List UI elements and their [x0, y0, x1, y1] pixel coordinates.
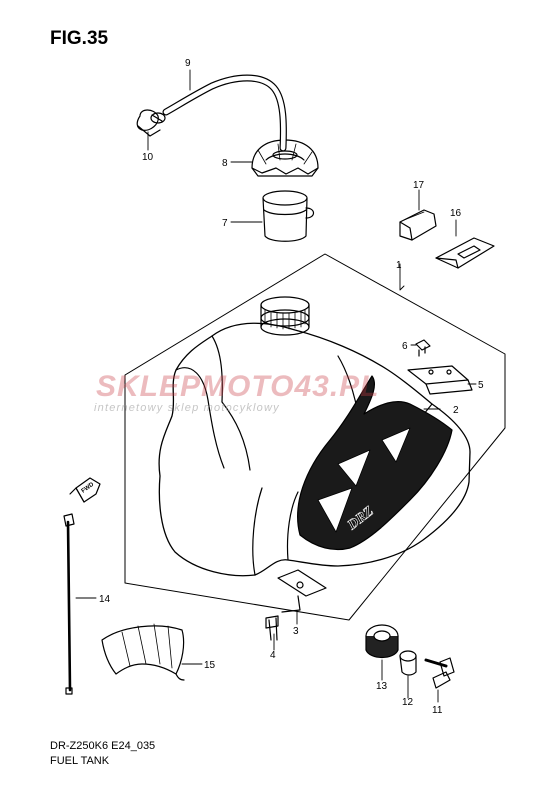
- model-code: DR-Z250K6 E24_035: [50, 740, 156, 752]
- callout-5: 5: [478, 380, 484, 391]
- filler-neck: [260, 296, 310, 336]
- assembly-frame: [124, 253, 506, 621]
- cap-gasket[interactable]: [262, 190, 315, 242]
- breather-hose[interactable]: [150, 74, 287, 152]
- watermark-brand: SKLEPMOTO43.PL: [96, 370, 380, 403]
- mount-bolt[interactable]: [265, 615, 279, 641]
- figure-title: FIG.35: [50, 28, 109, 49]
- fuel-cap[interactable]: [251, 139, 319, 177]
- mount-bolt-large[interactable]: [424, 657, 455, 689]
- hose-clip[interactable]: [136, 109, 161, 137]
- callout-15: 15: [204, 660, 216, 671]
- rubber-boot[interactable]: [399, 209, 437, 241]
- mount-bracket[interactable]: [277, 569, 327, 613]
- watermark-tagline: internetowy sklep motocyklowy: [94, 402, 280, 414]
- callout-16: 16: [450, 208, 462, 219]
- callout-8: 8: [222, 158, 228, 169]
- bolt-small[interactable]: [415, 339, 431, 357]
- callout-10: 10: [142, 152, 154, 163]
- rubber-cushion[interactable]: [365, 624, 399, 659]
- callout-17: 17: [413, 180, 425, 191]
- leader-lines: [75, 69, 477, 703]
- callout-4: 4: [270, 650, 276, 661]
- callout-6: 6: [402, 341, 408, 352]
- callout-2: 2: [453, 405, 459, 416]
- collar[interactable]: [399, 650, 417, 676]
- callout-3: 3: [293, 626, 299, 637]
- tank-strap[interactable]: [63, 513, 75, 695]
- latch[interactable]: [435, 237, 495, 269]
- callout-12: 12: [402, 697, 414, 708]
- callout-13: 13: [376, 681, 388, 692]
- fwd-arrow-icon: [69, 477, 101, 503]
- callout-7: 7: [222, 218, 228, 229]
- bracket[interactable]: [407, 365, 473, 395]
- callout-14: 14: [99, 594, 111, 605]
- callout-1: 1: [396, 260, 402, 271]
- callout-9: 9: [185, 58, 191, 69]
- section-name: FUEL TANK: [50, 755, 110, 767]
- foam-pad[interactable]: [101, 623, 185, 681]
- callout-11: 11: [432, 705, 443, 716]
